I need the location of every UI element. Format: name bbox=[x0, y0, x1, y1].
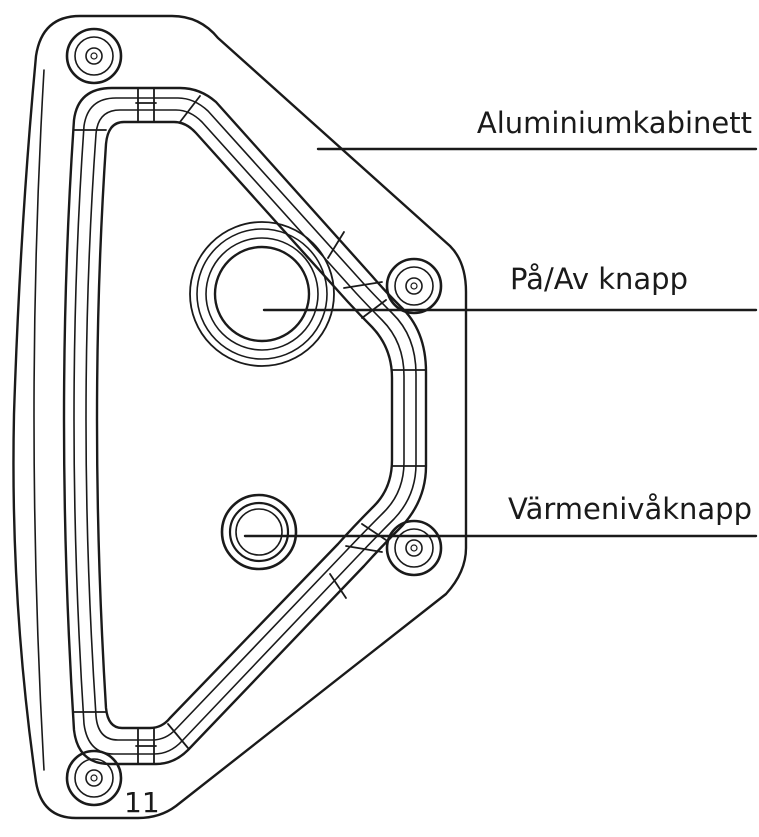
heat-level-button-icon bbox=[220, 493, 298, 571]
screw-top-left bbox=[65, 27, 123, 85]
screw-bottom-left bbox=[65, 749, 123, 807]
torx-screw-icon bbox=[385, 257, 443, 315]
power-button bbox=[189, 221, 335, 367]
part-number: 11 bbox=[124, 786, 160, 819]
heat-level-button bbox=[220, 493, 298, 571]
screw-top-right bbox=[385, 257, 443, 315]
torx-screw-icon bbox=[65, 27, 123, 85]
housing-outline bbox=[12, 14, 468, 820]
power-button-icon bbox=[189, 221, 335, 367]
label-power-button: På/Av knapp bbox=[510, 262, 688, 296]
torx-screw-icon bbox=[385, 519, 443, 577]
label-heat-button: Värmenivåknapp bbox=[508, 492, 752, 526]
housing-inner-edge bbox=[33, 69, 45, 771]
label-cabinet: Aluminiumkabinett bbox=[477, 106, 752, 140]
torx-screw-icon bbox=[65, 749, 123, 807]
screw-bottom-right bbox=[385, 519, 443, 577]
gasket-channel bbox=[62, 86, 428, 766]
